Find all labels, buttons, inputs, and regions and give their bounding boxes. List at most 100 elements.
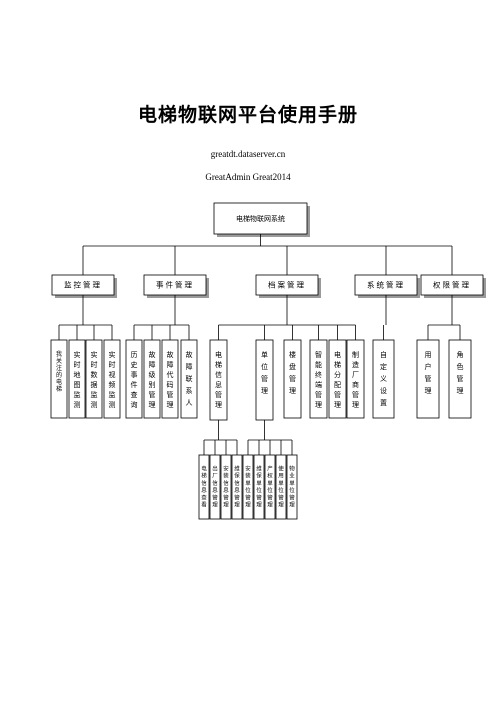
node-5-2-char: 管: [457, 374, 464, 383]
node-1-3: [85, 339, 103, 419]
leaf-3-1-4-char: 维: [234, 465, 240, 473]
node-2-4-char: 联: [186, 374, 193, 383]
node-2-3-char: 障: [167, 360, 174, 369]
leaf-3-1-4-char: 保: [234, 472, 240, 480]
node-1-1-char: 梯: [56, 385, 62, 393]
leaf-3-1-2-char: 出: [212, 465, 218, 473]
leaf-3-2-5: [286, 454, 298, 520]
node-3-6-char: 理: [352, 401, 359, 409]
node-1-3-char: 实: [91, 350, 98, 359]
node-3-4-char: 能: [315, 360, 322, 369]
leaf-3-2-2-char: 理: [256, 502, 262, 509]
leaf-3-2-5-char: 业: [289, 472, 295, 480]
leaf-3-2-1-char: 理: [245, 502, 251, 509]
leaf-3-1-4-char: 理: [234, 502, 240, 509]
node-3-3: [283, 339, 302, 419]
node-5-1-char: 户: [425, 362, 432, 371]
node-2-3-char: 代: [167, 370, 174, 379]
leaf-3-2-2-char: 保: [256, 472, 262, 480]
leaf-3-2-5-char: 理: [289, 502, 295, 509]
leaf-3-2-5-char: 物: [289, 465, 295, 473]
node-1-4-char: 测: [109, 401, 116, 409]
node-2-1-char: 史: [131, 360, 138, 369]
leaf-3-1-2-char: 厂: [212, 473, 218, 480]
node-2-3: [161, 339, 179, 419]
node-3-1-char: 信: [215, 370, 222, 379]
node-3-6-char: 管: [352, 390, 359, 399]
node-5-1-char: 用: [425, 351, 432, 359]
node-3-3-char: 理: [289, 387, 296, 395]
node-3-1-char: 梯: [215, 360, 222, 369]
leaf-3-1-4: [231, 454, 243, 520]
node-2-4-char: 系: [186, 386, 193, 395]
node-3-1-char: 理: [215, 401, 222, 409]
module-4-label: 系统管理: [367, 280, 405, 290]
node-3-1-char: 管: [215, 390, 222, 399]
root-node-label: 电梯物联网系统: [236, 214, 285, 223]
leaf-3-1-3-char: 管: [223, 493, 229, 501]
node-3-5-char: 配: [334, 381, 341, 389]
node-5-1: [416, 339, 440, 419]
leaf-3-2-4-char: 用: [278, 473, 284, 480]
node-1-2-char: 监: [74, 390, 81, 399]
leaf-3-2-4-char: 单: [278, 479, 284, 487]
node-1-1-char: 注: [56, 364, 62, 372]
login-credentials: GreatAdmin Great2014: [205, 172, 291, 182]
leaf-3-1-2-char: 信: [212, 479, 218, 487]
node-4-1-char: 设: [380, 386, 387, 395]
node-3-6-char: 造: [352, 360, 359, 369]
node-1-3-char: 测: [91, 401, 98, 409]
node-3-3-char: 盘: [289, 362, 296, 371]
leaf-3-1-2-char: 管: [212, 493, 218, 501]
leaf-3-1-1-char: 信: [201, 479, 207, 487]
leaf-3-1-1-char: 看: [201, 501, 207, 509]
leaf-3-1-3: [220, 454, 232, 520]
node-3-1-char: 息: [215, 380, 222, 389]
node-4-1-char: 自: [380, 350, 387, 359]
node-3-4-char: 理: [315, 401, 322, 409]
leaf-3-1-4-char: 管: [234, 493, 240, 501]
node-3-3-char: 楼: [289, 350, 296, 359]
node-1-1-char: 的: [56, 371, 62, 379]
leaf-3-2-3-char: 单: [267, 479, 273, 487]
node-3-5-char: 管: [334, 390, 341, 399]
leaf-3-2-4-char: 管: [278, 493, 284, 501]
node-2-4-char: 人: [186, 399, 193, 407]
node-3-4-char: 终: [315, 370, 322, 379]
leaf-3-2-4-char: 位: [278, 486, 284, 494]
node-1-2-char: 测: [74, 401, 81, 409]
node-3-2-char: 位: [261, 362, 268, 371]
leaf-3-2-2-char: 管: [256, 493, 262, 501]
node-2-1-char: 件: [131, 380, 138, 389]
node-2-1: [125, 339, 143, 419]
node-2-3-char: 码: [167, 381, 174, 389]
node-3-5: [328, 339, 347, 419]
module-5-label: 权限管理: [433, 280, 471, 290]
leaf-3-1-4-char: 息: [234, 486, 240, 494]
leaf-3-2-5-char: 管: [289, 493, 295, 501]
node-1-4: [103, 339, 121, 419]
leaf-3-2-1-char: 安: [245, 465, 251, 473]
node-1-3-char: 数: [91, 370, 98, 379]
node-2-2-char: 管: [149, 390, 156, 399]
node-3-5-char: 分: [334, 370, 341, 379]
leaf-3-2-2: [253, 454, 265, 520]
node-3-3-char: 管: [289, 374, 296, 383]
node-1-2-char: 图: [74, 381, 81, 389]
leaf-3-2-3: [264, 454, 276, 520]
node-1-2-char: 地: [74, 370, 81, 379]
leaf-3-2-1-char: 位: [245, 486, 251, 494]
node-3-6-char: 厂: [352, 371, 359, 379]
node-1-2: [68, 339, 86, 419]
node-5-1-char: 理: [425, 387, 432, 395]
leaf-3-1-1-char: 息: [201, 486, 207, 494]
node-3-4-char: 端: [315, 380, 322, 389]
node-1-4-char: 频: [109, 380, 116, 389]
leaf-3-1-3-char: 理: [223, 502, 229, 509]
root-node: [213, 202, 308, 235]
node-1-4-char: 监: [109, 390, 116, 399]
node-2-2: [143, 339, 161, 419]
node-2-3-char: 理: [167, 401, 174, 409]
module-3-label: 档案管理: [268, 280, 306, 290]
node-4-1-char: 定: [380, 362, 387, 371]
